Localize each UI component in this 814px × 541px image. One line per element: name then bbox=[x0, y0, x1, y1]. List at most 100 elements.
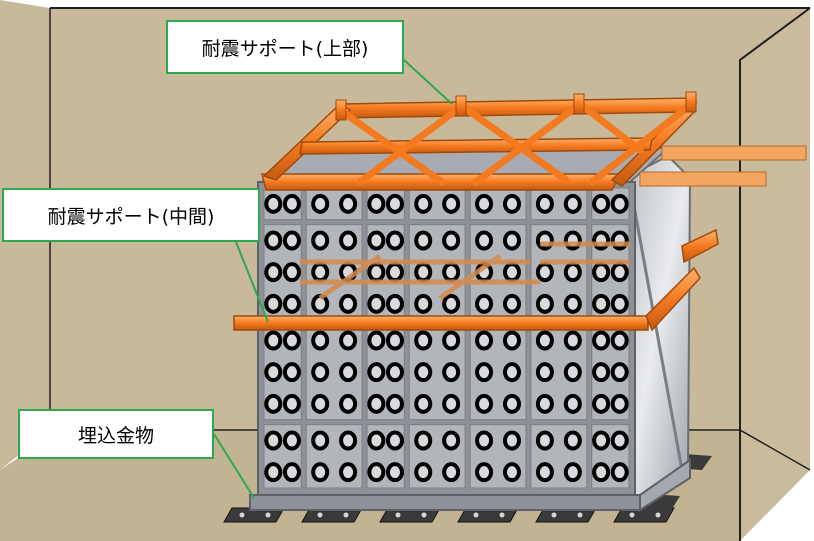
pipe-hole bbox=[367, 193, 386, 214]
pipe-hole bbox=[414, 430, 433, 451]
pipe-hole bbox=[339, 330, 358, 351]
pipe-hole bbox=[282, 230, 301, 251]
room-edge-right bbox=[739, 7, 811, 541]
pipe-hole bbox=[414, 230, 433, 251]
top-support-extension-lower bbox=[639, 171, 767, 187]
pipe-hole bbox=[475, 293, 494, 314]
pipe-hole bbox=[442, 393, 461, 414]
pipe-hole bbox=[442, 293, 461, 314]
pipe-hole bbox=[414, 330, 433, 351]
label-middle-seismic-support: 耐震サポート(中間) bbox=[2, 188, 260, 242]
pipe-hole bbox=[282, 393, 301, 414]
pipe-hole bbox=[339, 393, 358, 414]
pipe-hole bbox=[264, 193, 283, 214]
pipe-hole bbox=[475, 430, 494, 451]
pipe-hole bbox=[502, 393, 521, 414]
diag-2 bbox=[356, 102, 466, 186]
pipe-hole bbox=[535, 393, 554, 414]
pipe-hole bbox=[367, 230, 386, 251]
pipe-hole bbox=[563, 262, 582, 283]
pipe-hole bbox=[563, 293, 582, 314]
pipe-hole bbox=[592, 262, 611, 283]
mid-support-right-beam bbox=[645, 266, 701, 332]
pipe-hole bbox=[264, 262, 283, 283]
post-2 bbox=[455, 95, 467, 117]
anchor-bolt bbox=[577, 512, 583, 518]
pipe-hole bbox=[475, 462, 494, 483]
pipe-hole bbox=[367, 262, 386, 283]
pipe-hole bbox=[311, 193, 330, 214]
pipe-hole bbox=[610, 293, 629, 314]
pipe-hole bbox=[385, 462, 404, 483]
pipe-hole bbox=[442, 362, 461, 383]
pipe-hole bbox=[367, 430, 386, 451]
pipe-hole bbox=[282, 362, 301, 383]
leader-anchor bbox=[213, 433, 255, 499]
pipe-hole bbox=[610, 262, 629, 283]
pipe-hole bbox=[367, 293, 386, 314]
pipe-hole bbox=[414, 262, 433, 283]
anchor-plates bbox=[223, 454, 712, 523]
pipe-hole bbox=[442, 230, 461, 251]
pipe-hole bbox=[311, 330, 330, 351]
diag-5 bbox=[576, 100, 644, 154]
pipe-hole bbox=[502, 330, 521, 351]
post-4 bbox=[685, 91, 697, 113]
pipe-hole bbox=[563, 330, 582, 351]
pipe-hole bbox=[502, 430, 521, 451]
leader-top bbox=[403, 59, 453, 105]
anchor-bolt bbox=[395, 512, 401, 518]
pipe-hole bbox=[311, 262, 330, 283]
side-brace bbox=[630, 194, 684, 471]
pipe-hole bbox=[311, 430, 330, 451]
pipe-hole bbox=[414, 193, 433, 214]
pipe-hole bbox=[535, 362, 554, 383]
top-support-diagonals bbox=[336, 98, 698, 186]
diag-1 bbox=[336, 106, 446, 186]
label-embedded-hardware: 埋込金物 bbox=[18, 409, 214, 459]
pipe-hole bbox=[592, 293, 611, 314]
pipe-hole bbox=[339, 293, 358, 314]
right-wall bbox=[740, 8, 810, 541]
pipe-hole bbox=[367, 330, 386, 351]
pipe-hole bbox=[563, 362, 582, 383]
pipe-hole bbox=[339, 362, 358, 383]
pipe-hole bbox=[264, 430, 283, 451]
top-seismic-support bbox=[261, 91, 807, 191]
anchor-bolt bbox=[473, 512, 479, 518]
inner-brace-5 bbox=[318, 253, 382, 301]
pipe-hole bbox=[475, 393, 494, 414]
pipe-hole bbox=[385, 193, 404, 214]
diag-6 bbox=[588, 98, 698, 186]
anchor-bolt bbox=[239, 512, 245, 518]
pipe-hole bbox=[610, 430, 629, 451]
mid-support-upper-arm bbox=[681, 228, 719, 264]
post-3 bbox=[573, 93, 585, 115]
inner-brace-6 bbox=[438, 253, 502, 301]
pipe-hole bbox=[475, 193, 494, 214]
pipe-hole bbox=[414, 293, 433, 314]
pipe-hole bbox=[339, 193, 358, 214]
leader-mid bbox=[235, 241, 269, 323]
pipe-hole bbox=[339, 430, 358, 451]
pipe-hole bbox=[535, 462, 554, 483]
pipe-hole bbox=[475, 362, 494, 383]
pipe-hole bbox=[502, 262, 521, 283]
pipe-hole bbox=[282, 330, 301, 351]
pipe-hole bbox=[282, 462, 301, 483]
pipe-hole bbox=[385, 230, 404, 251]
pipe-hole bbox=[610, 462, 629, 483]
pipe-hole bbox=[563, 393, 582, 414]
pipe-hole bbox=[475, 330, 494, 351]
pipe-hole bbox=[414, 462, 433, 483]
pipe-hole bbox=[385, 430, 404, 451]
pipe-hole bbox=[502, 293, 521, 314]
pipe-hole bbox=[339, 462, 358, 483]
anchor-bolt bbox=[421, 512, 427, 518]
pipe-hole bbox=[442, 330, 461, 351]
label-top-seismic-support: 耐震サポート(上部) bbox=[166, 20, 404, 74]
pipe-hole bbox=[385, 262, 404, 283]
pipe-hole bbox=[535, 193, 554, 214]
pipe-hole bbox=[535, 262, 554, 283]
